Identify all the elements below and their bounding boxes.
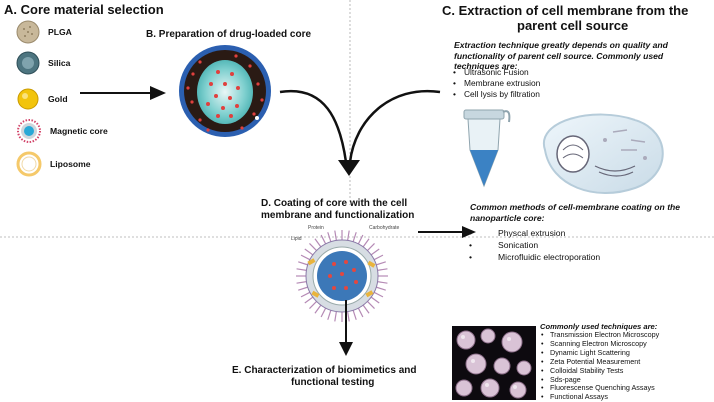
list-item: Colloidal Stability Tests xyxy=(540,366,659,376)
panel-a-title: A. Core material selection xyxy=(4,2,164,17)
membrane-spike xyxy=(370,248,380,256)
membrane-spike xyxy=(376,286,386,291)
membrane-spike xyxy=(298,286,308,291)
membrane-spike xyxy=(373,291,384,298)
membrane-spike xyxy=(304,296,314,304)
membrane-spike xyxy=(300,291,311,298)
membrane-spike xyxy=(367,301,375,309)
material-label: PLGA xyxy=(48,27,72,37)
membrane-spike xyxy=(309,243,317,251)
membrane-spike xyxy=(298,261,308,266)
membrane-spike xyxy=(370,296,380,304)
material-magnetic-core: Magnetic core xyxy=(16,118,108,144)
membrane-spike xyxy=(347,311,350,322)
cell-membrane-image xyxy=(542,113,664,195)
plga-particle-icon xyxy=(16,20,40,44)
membrane-spike xyxy=(314,304,322,314)
magnetic-core-icon xyxy=(17,119,41,143)
panel-e-techniques-title: Commonly used techniques are: xyxy=(540,322,658,331)
membrane-spike xyxy=(352,310,357,320)
material-liposome: Liposome xyxy=(16,151,91,177)
membrane-spike xyxy=(334,311,337,322)
panel-e-title-line2: functional testing xyxy=(291,377,375,388)
lipid-label: Lipid xyxy=(291,236,302,242)
drug-loaded-core-image xyxy=(179,45,271,137)
silica-particle-icon xyxy=(16,51,40,75)
list-item: Ultrasonic Fusion xyxy=(452,67,540,78)
panel-e-technique-list: Transmission Electron Microscopy Scannin… xyxy=(540,330,659,402)
panel-c-title-line2: parent cell source xyxy=(517,18,629,33)
arrow-a-to-b xyxy=(80,86,166,100)
list-item: Sonication xyxy=(468,239,600,251)
list-item: Zeta Potential Measurement xyxy=(540,357,659,367)
panel-c-intro: Extraction technique greatly depends on … xyxy=(454,40,668,71)
curved-arrows-to-d xyxy=(279,89,441,176)
membrane-spike xyxy=(377,281,388,284)
arrow-d-to-e xyxy=(339,300,353,356)
membrane-spike xyxy=(352,232,357,242)
panel-d-method-list: Physcal extrusion Sonication Microfluidi… xyxy=(468,227,600,263)
material-label: Gold xyxy=(48,94,68,104)
list-item: Functional Assays xyxy=(540,392,659,402)
list-item: Scanning Electron Microscopy xyxy=(540,339,659,349)
membrane-spike xyxy=(327,310,332,320)
coated-nanoparticle-image xyxy=(296,230,388,322)
membrane-spike xyxy=(309,301,317,309)
membrane-spike xyxy=(296,281,307,284)
membrane-spike xyxy=(367,243,375,251)
panel-b-title: B. Preparation of drug-loaded core xyxy=(146,29,312,40)
list-item: Microfluidic electroporation xyxy=(468,251,600,263)
panel-d-methods-title: Common methods of cell-membrane coating … xyxy=(470,202,681,223)
membrane-spike xyxy=(304,248,314,256)
membrane-spike xyxy=(373,254,384,261)
membrane-spike xyxy=(376,261,386,266)
list-item: Fluorescense Quenching Assays xyxy=(540,384,659,394)
list-item: Cell lysis by filtration xyxy=(452,89,540,100)
panel-c-title-line1: C. Extraction of cell membrane from the xyxy=(442,3,689,18)
membrane-spike xyxy=(362,304,370,314)
panel-c-technique-list: Ultrasonic Fusion Membrane extrusion Cel… xyxy=(452,67,540,100)
membrane-spike xyxy=(362,238,370,248)
membrane-spike xyxy=(347,230,350,241)
membrane-spike xyxy=(327,232,332,242)
list-item: Sds-page xyxy=(540,375,659,385)
protein-label: Protein xyxy=(308,225,324,231)
material-label: Silica xyxy=(48,58,71,68)
material-label: Liposome xyxy=(50,159,91,169)
membrane-spike xyxy=(296,268,307,271)
list-item: Transmission Electron Microscopy xyxy=(540,330,659,340)
panel-d-title-line2: membrane and functionalization xyxy=(261,210,415,221)
electron-microscopy-image xyxy=(452,326,536,400)
list-item: Dynamic Light Scattering xyxy=(540,348,659,358)
centrifuge-tube-image xyxy=(463,109,511,188)
membrane-spike xyxy=(320,234,327,245)
panel-d-title-line1: D. Coating of core with the cell xyxy=(261,198,408,209)
membrane-spike xyxy=(334,230,337,241)
gold-particle-icon xyxy=(17,88,39,110)
liposome-icon xyxy=(16,151,42,177)
membrane-spike xyxy=(320,307,327,318)
carbohydrate-label: Carbohydrate xyxy=(369,225,400,231)
material-label: Magnetic core xyxy=(50,126,108,136)
membrane-spike xyxy=(300,254,311,261)
material-silica: Silica xyxy=(16,51,70,75)
panel-e-title-line1: E. Characterization of biomimetics and xyxy=(232,365,417,376)
material-gold: Gold xyxy=(16,87,68,111)
list-item: Membrane extrusion xyxy=(452,78,540,89)
material-plga: PLGA xyxy=(16,20,72,44)
membrane-spike xyxy=(357,307,364,318)
membrane-spike xyxy=(357,234,364,245)
list-item: Physcal extrusion xyxy=(468,227,600,239)
membrane-spike xyxy=(314,238,322,248)
membrane-spike xyxy=(377,268,388,271)
